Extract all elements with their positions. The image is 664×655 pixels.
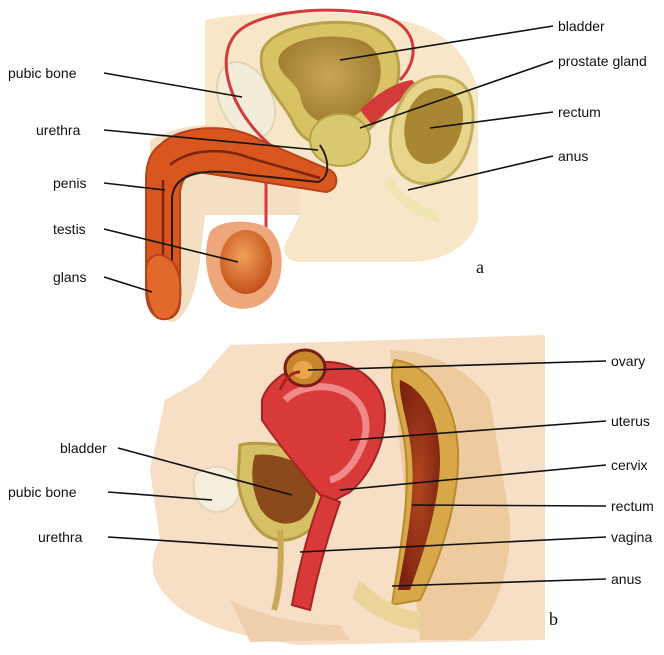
panel-letter-b: b	[549, 609, 558, 629]
label-bladder-a: bladder	[558, 18, 605, 34]
label-pubic-bone-a: pubic bone	[8, 65, 77, 81]
panel-letter-a: a	[476, 257, 484, 277]
label-anus-a: anus	[558, 148, 588, 164]
panel-a-illustration	[146, 10, 478, 322]
testis-a	[220, 230, 272, 294]
prostate-gland-a	[310, 114, 370, 166]
label-bladder-b: bladder	[60, 440, 107, 456]
label-ovary-b: ovary	[611, 353, 645, 369]
label-urethra-a: urethra	[36, 122, 81, 138]
label-anus-b: anus	[611, 571, 641, 587]
label-pubic-bone-b: pubic bone	[8, 484, 77, 500]
label-uterus-b: uterus	[611, 413, 650, 429]
label-prostate-gland-a: prostate gland	[558, 53, 647, 69]
label-urethra-b: urethra	[38, 529, 83, 545]
pubic-bone-b	[194, 467, 240, 512]
label-rectum-b: rectum	[611, 498, 654, 514]
label-cervix-b: cervix	[611, 457, 648, 473]
label-vagina-b: vagina	[611, 529, 652, 545]
glans-a	[146, 255, 180, 319]
label-testis-a: testis	[53, 221, 86, 237]
label-rectum-a: rectum	[558, 104, 601, 120]
label-glans-a: glans	[53, 269, 86, 285]
label-penis-a: penis	[53, 175, 86, 191]
